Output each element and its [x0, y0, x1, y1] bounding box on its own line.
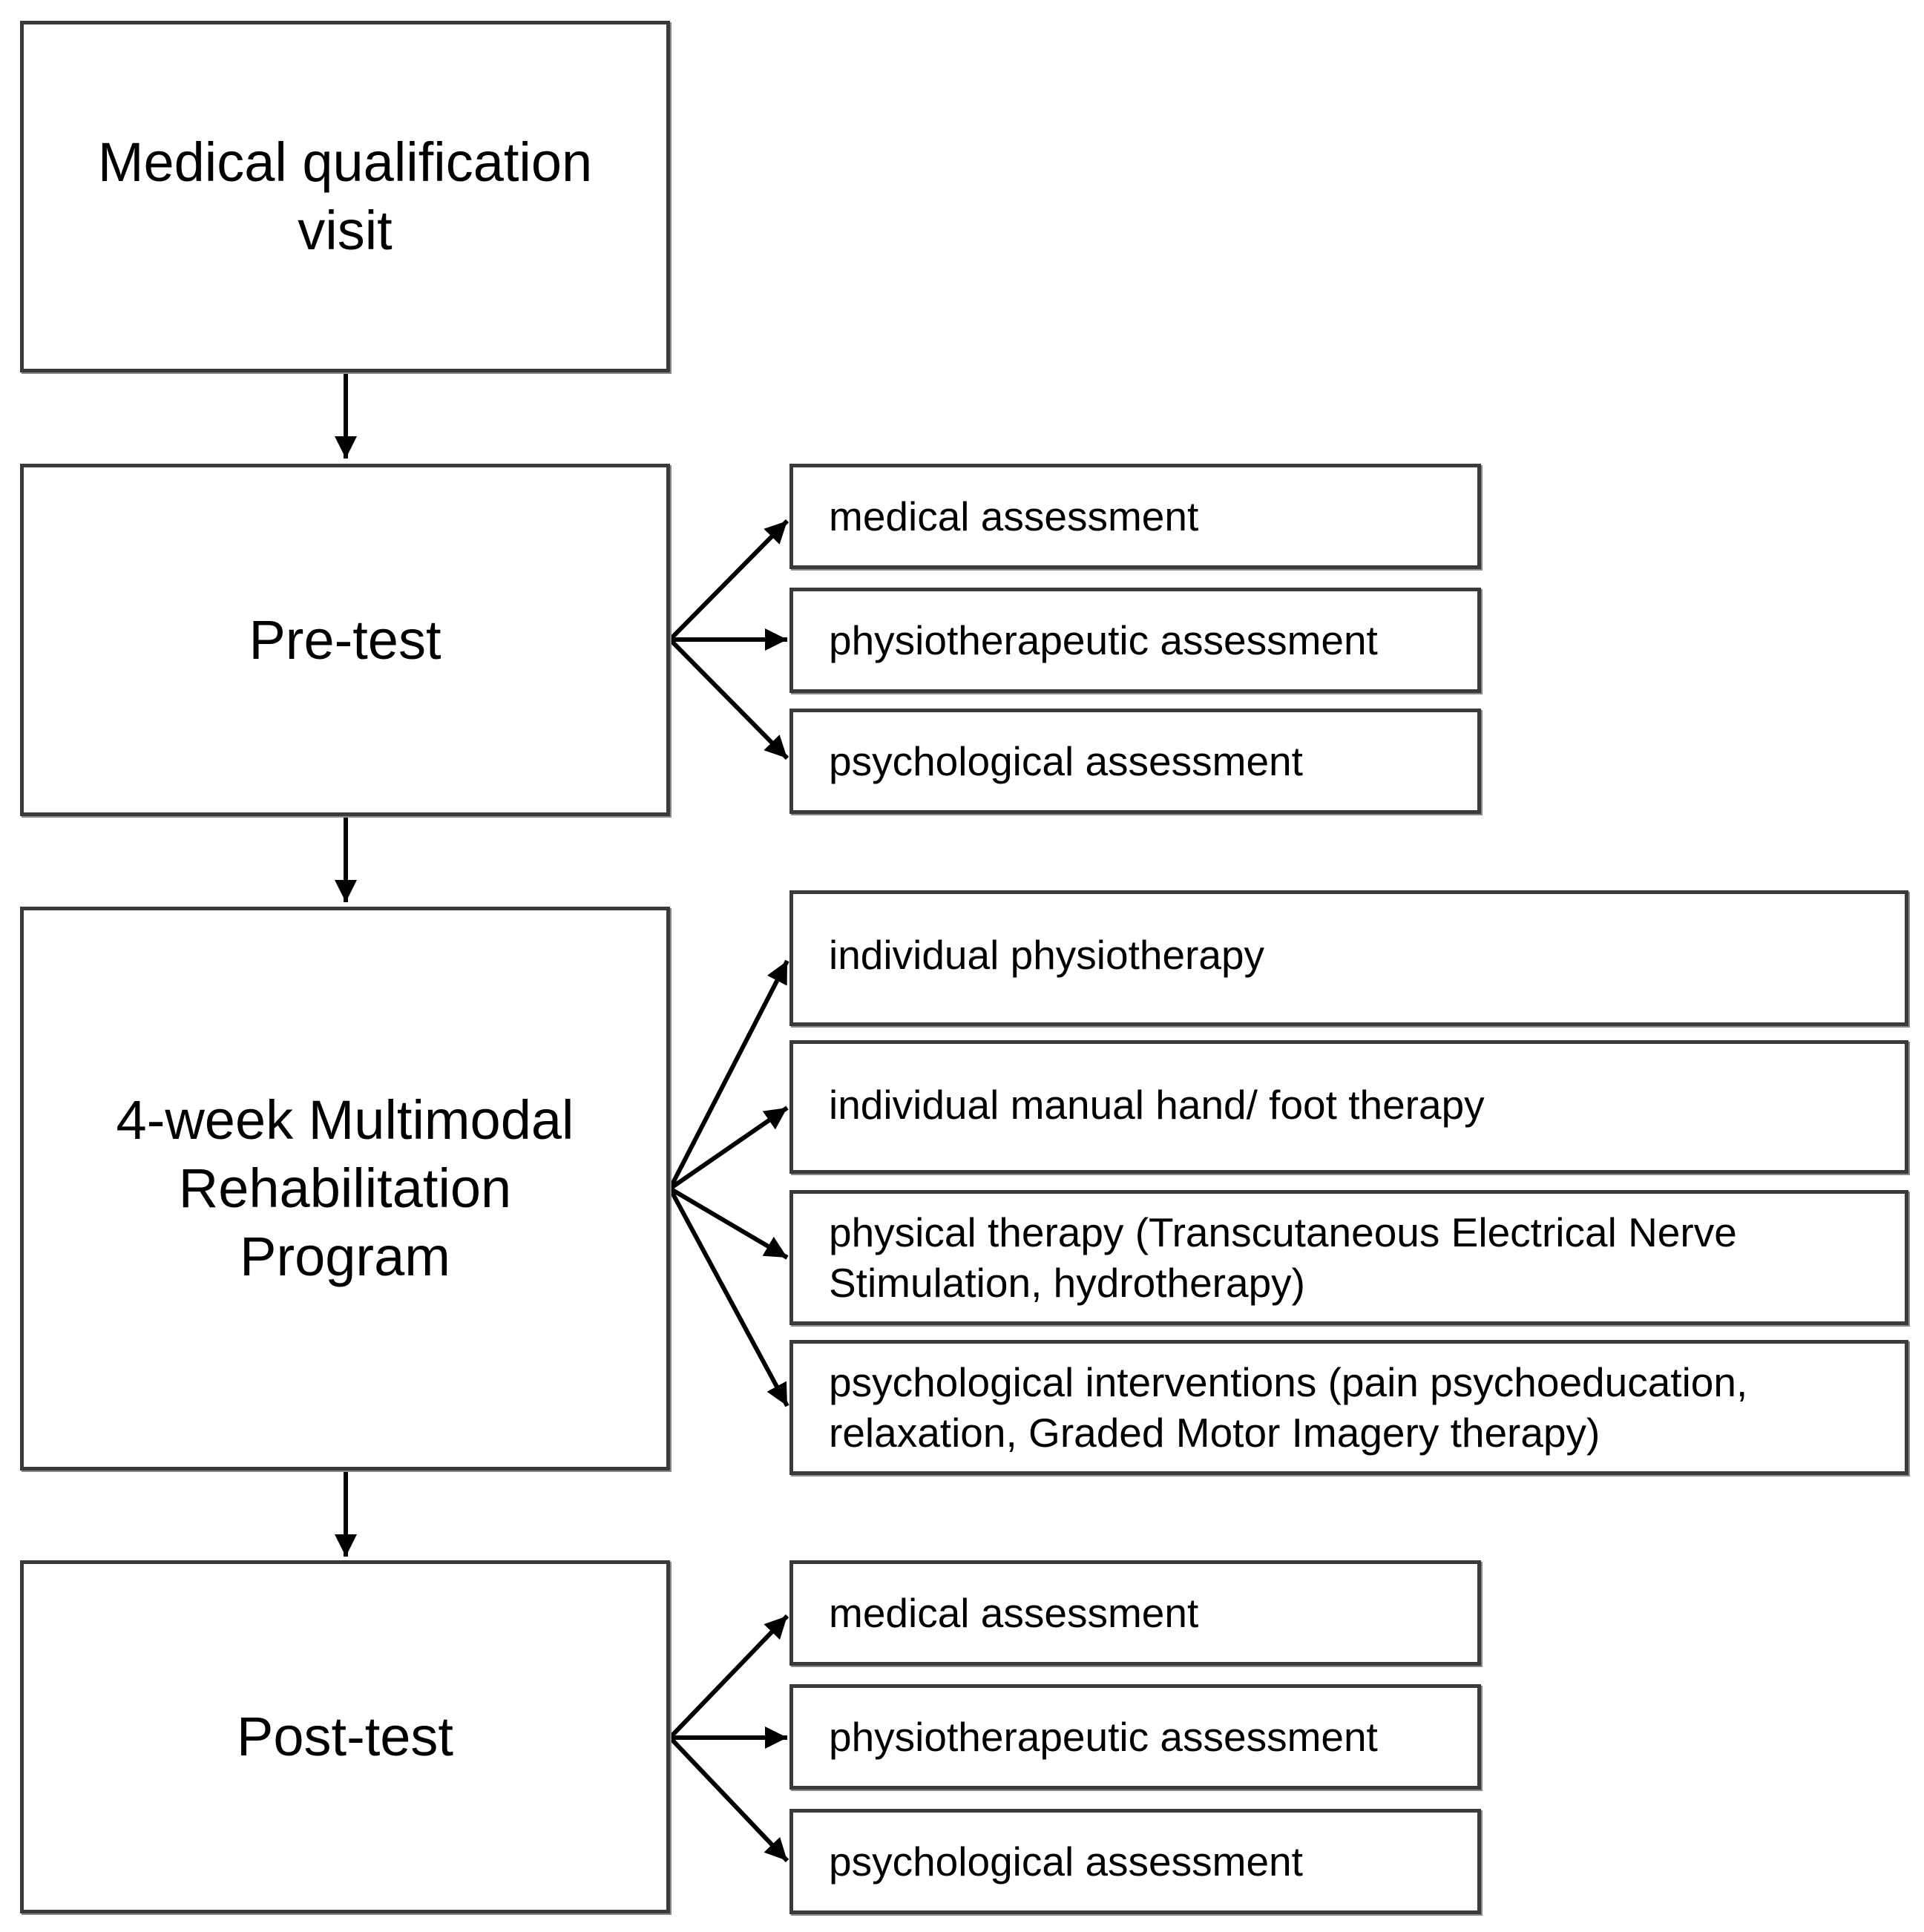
- pretest-medical-assessment-box: medical assessment: [789, 464, 1481, 569]
- arrow-program-manual-therapy: [669, 1105, 789, 1191]
- psychological-interventions-label: psychological interventions (pain psycho…: [829, 1359, 1748, 1456]
- medical-qualification-visit-box: Medical qualification visit: [20, 21, 670, 372]
- manual-hand-foot-therapy-label: individual manual hand/ foot therapy: [829, 1082, 1485, 1128]
- physical-therapy-label: physical therapy (Transcutaneous Electri…: [829, 1209, 1737, 1306]
- pretest-medical-assessment-label: medical assessment: [829, 493, 1199, 539]
- arrow-program-physical-therapy: [669, 1186, 789, 1260]
- posttest-box: Post-test: [20, 1560, 670, 1913]
- posttest-medical-assessment-label: medical assessment: [829, 1590, 1199, 1636]
- rehabilitation-program-box: 4-week Multimodal Rehabilitation Program: [20, 907, 670, 1471]
- manual-hand-foot-therapy-box: individual manual hand/ foot therapy: [789, 1040, 1908, 1174]
- medical-qualification-visit-label: Medical qualification visit: [97, 131, 593, 261]
- individual-physiotherapy-label: individual physiotherapy: [829, 932, 1265, 978]
- psychological-interventions-box: psychological interventions (pain psycho…: [789, 1340, 1908, 1475]
- pretest-physiotherapeutic-assessment-box: physiotherapeutic assessment: [789, 588, 1481, 693]
- posttest-physiotherapeutic-assessment-box: physiotherapeutic assessment: [789, 1684, 1481, 1790]
- individual-physiotherapy-box: individual physiotherapy: [789, 890, 1908, 1026]
- pretest-psychological-assessment-label: psychological assessment: [829, 738, 1303, 784]
- physical-therapy-box: physical therapy (Transcutaneous Electri…: [789, 1190, 1908, 1325]
- rehabilitation-program-label: 4-week Multimodal Rehabilitation Program: [116, 1089, 574, 1287]
- pretest-box: Pre-test: [20, 464, 670, 816]
- posttest-psychological-assessment-box: psychological assessment: [789, 1809, 1481, 1914]
- pretest-psychological-assessment-box: psychological assessment: [789, 709, 1481, 814]
- arrow-pretest-medical: [668, 519, 789, 642]
- arrow-program-psych-interventions: [668, 1187, 789, 1407]
- pretest-physiotherapeutic-assessment-label: physiotherapeutic assessment: [829, 617, 1378, 663]
- arrow-pretest-psych: [668, 637, 789, 760]
- posttest-psychological-assessment-label: psychological assessment: [829, 1839, 1303, 1885]
- posttest-medical-assessment-box: medical assessment: [789, 1560, 1481, 1666]
- arrow-posttest-medical: [668, 1614, 789, 1740]
- posttest-label: Post-test: [237, 1706, 453, 1767]
- posttest-physiotherapeutic-assessment-label: physiotherapeutic assessment: [829, 1714, 1378, 1760]
- pretest-label: Pre-test: [249, 608, 441, 671]
- arrow-posttest-psych: [668, 1735, 789, 1863]
- arrow-program-individual-physio: [668, 959, 789, 1190]
